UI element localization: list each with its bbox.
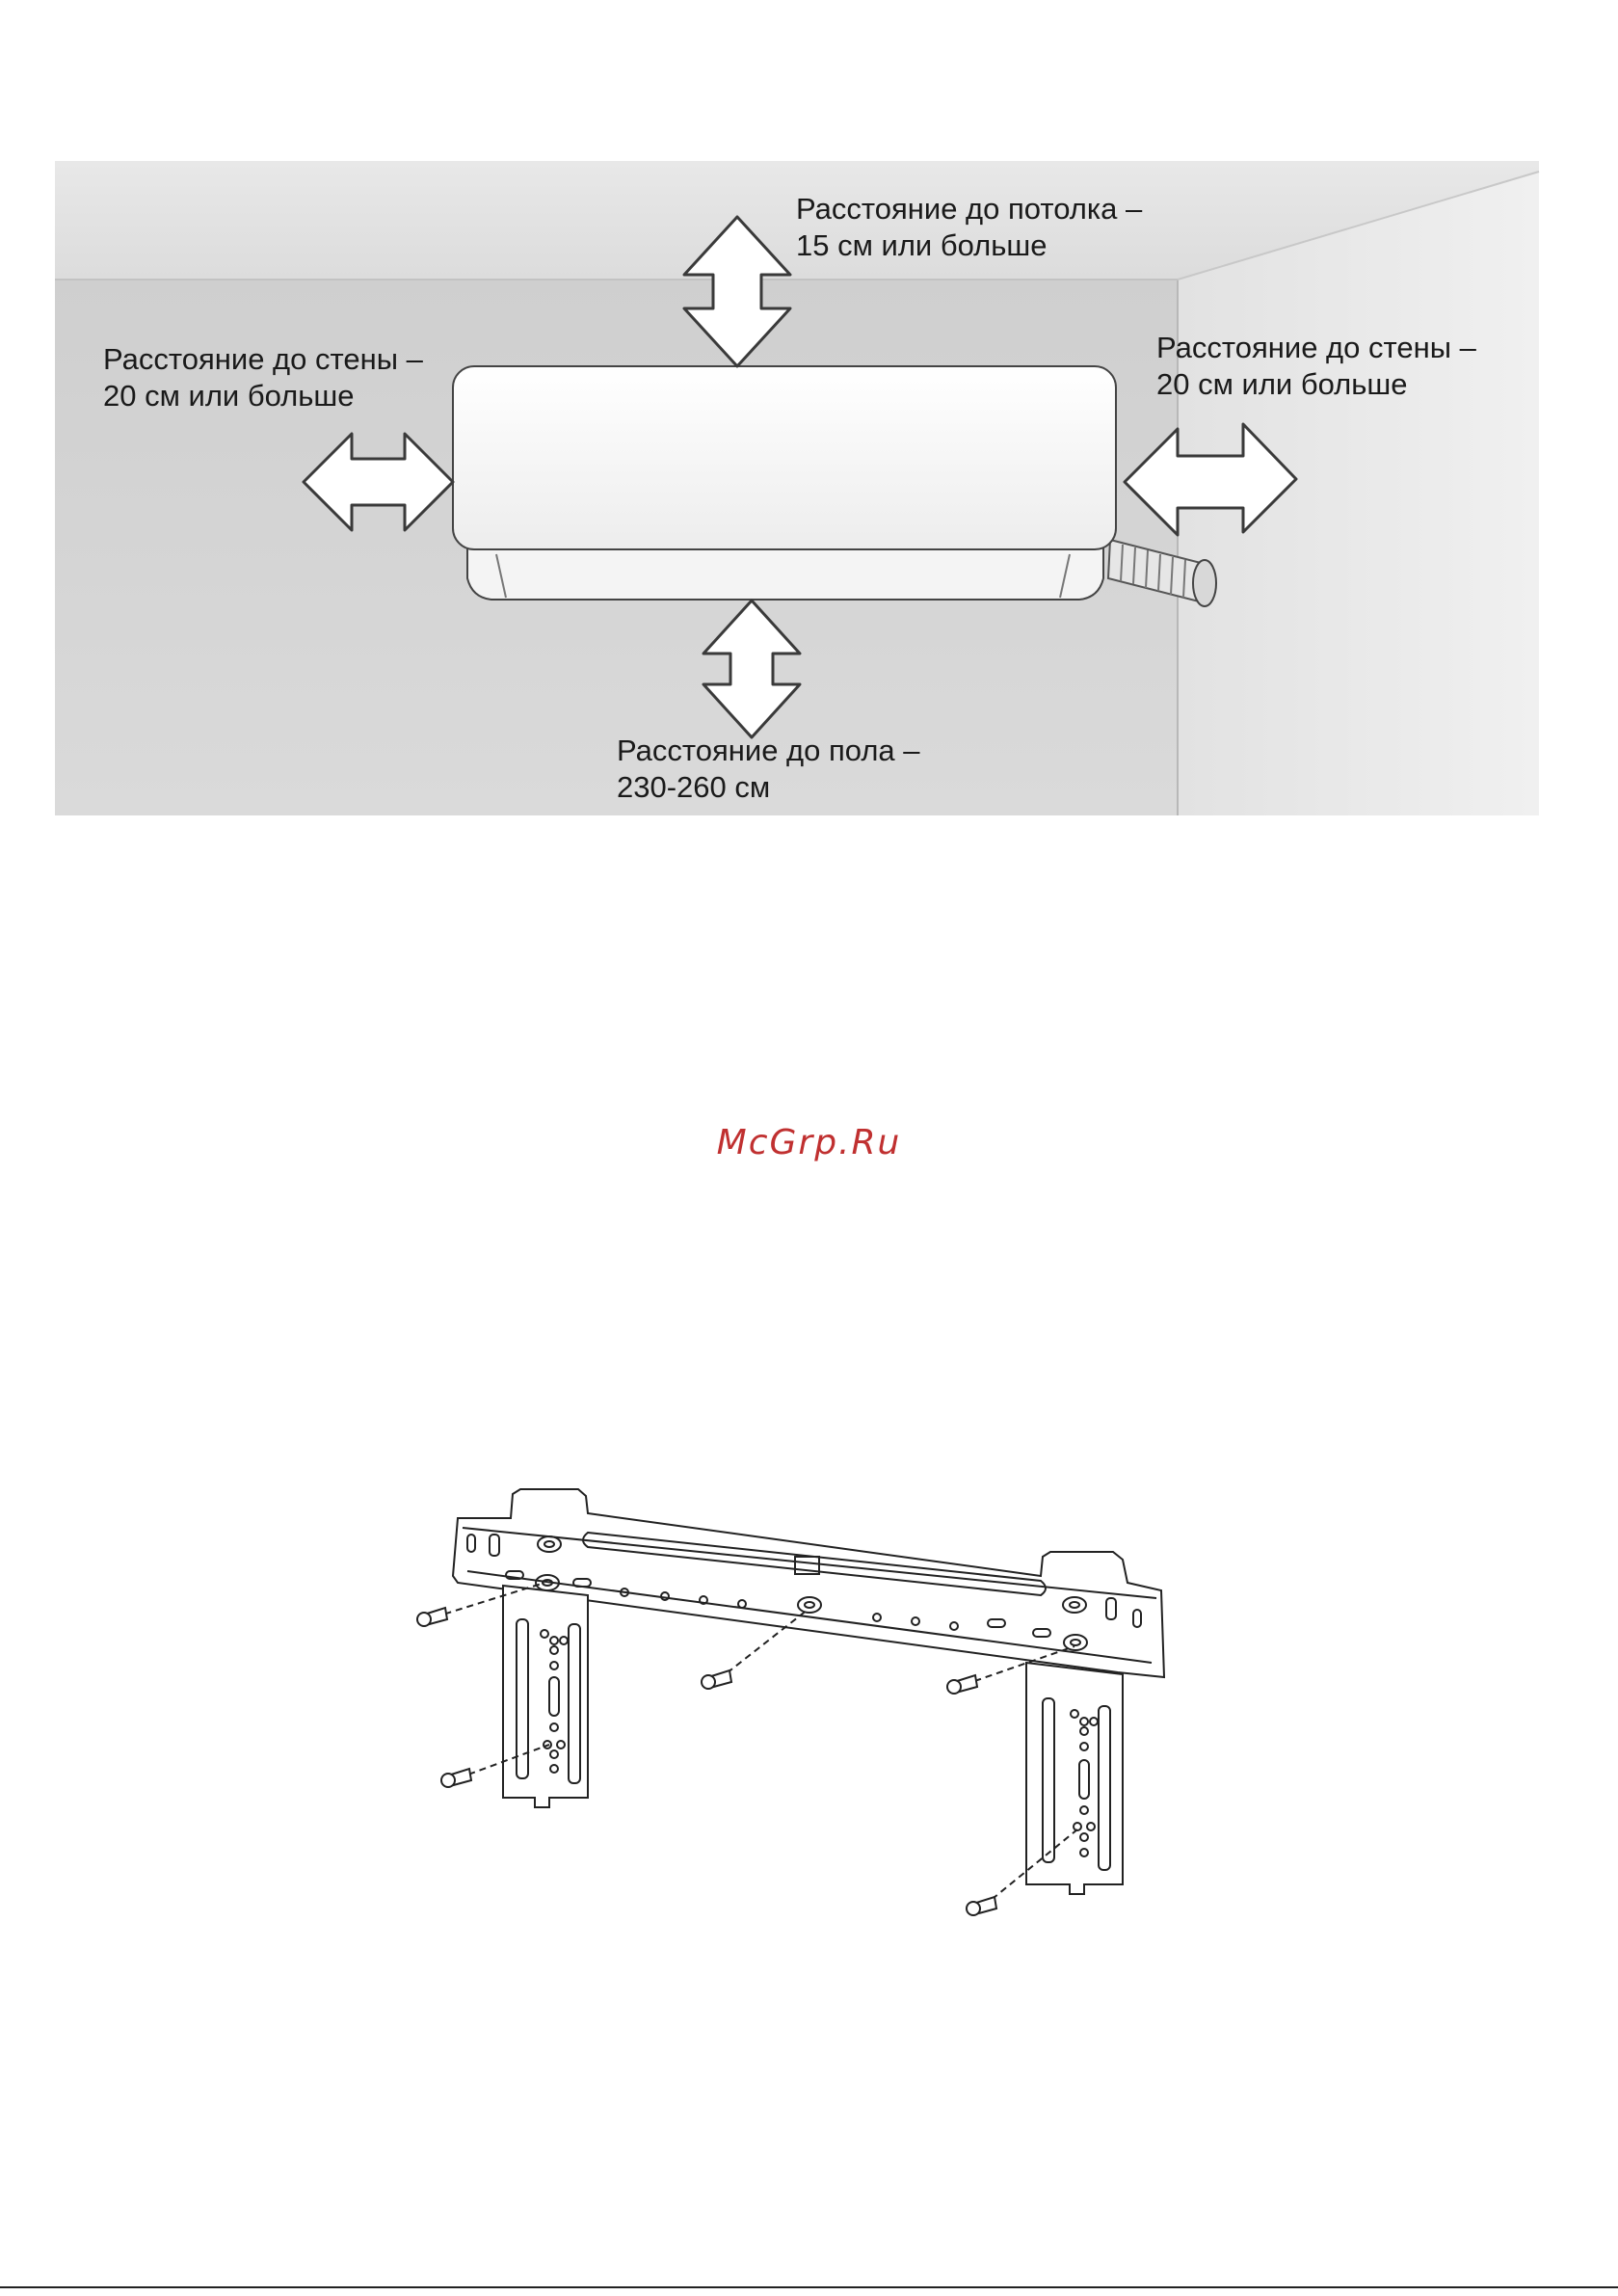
left-wall-label-line2: 20 см или больше (103, 378, 423, 414)
ceiling-label-line2: 15 см или больше (796, 227, 1142, 264)
bottom-rule (0, 2286, 1618, 2288)
right-wall-label-line2: 20 см или больше (1156, 366, 1476, 403)
room-scene (0, 0, 1618, 848)
ceiling-label-line1: Расстояние до потолка – (796, 191, 1142, 227)
right-wall-label-line1: Расстояние до стены – (1156, 330, 1476, 366)
clearance-diagram: Расстояние до потолка – 15 см или больше… (0, 0, 1618, 848)
floor-label-line1: Расстояние до пола – (617, 733, 920, 769)
mounting-plate-drawing (385, 1475, 1214, 1957)
left-bracket (503, 1586, 588, 1807)
right-wall-clearance-label: Расстояние до стены – 20 см или больше (1156, 330, 1476, 403)
indoor-unit (453, 366, 1116, 600)
mounting-plate-diagram (385, 1475, 1214, 1957)
ceiling-clearance-label: Расстояние до потолка – 15 см или больше (796, 191, 1142, 264)
left-wall-label-line1: Расстояние до стены – (103, 341, 423, 378)
floor-label-line2: 230-260 см (617, 769, 920, 806)
floor-clearance-label: Расстояние до пола – 230-260 см (617, 733, 920, 806)
left-wall-clearance-label: Расстояние до стены – 20 см или больше (103, 341, 423, 414)
watermark-text: McGrp.Ru (0, 1123, 1618, 1162)
